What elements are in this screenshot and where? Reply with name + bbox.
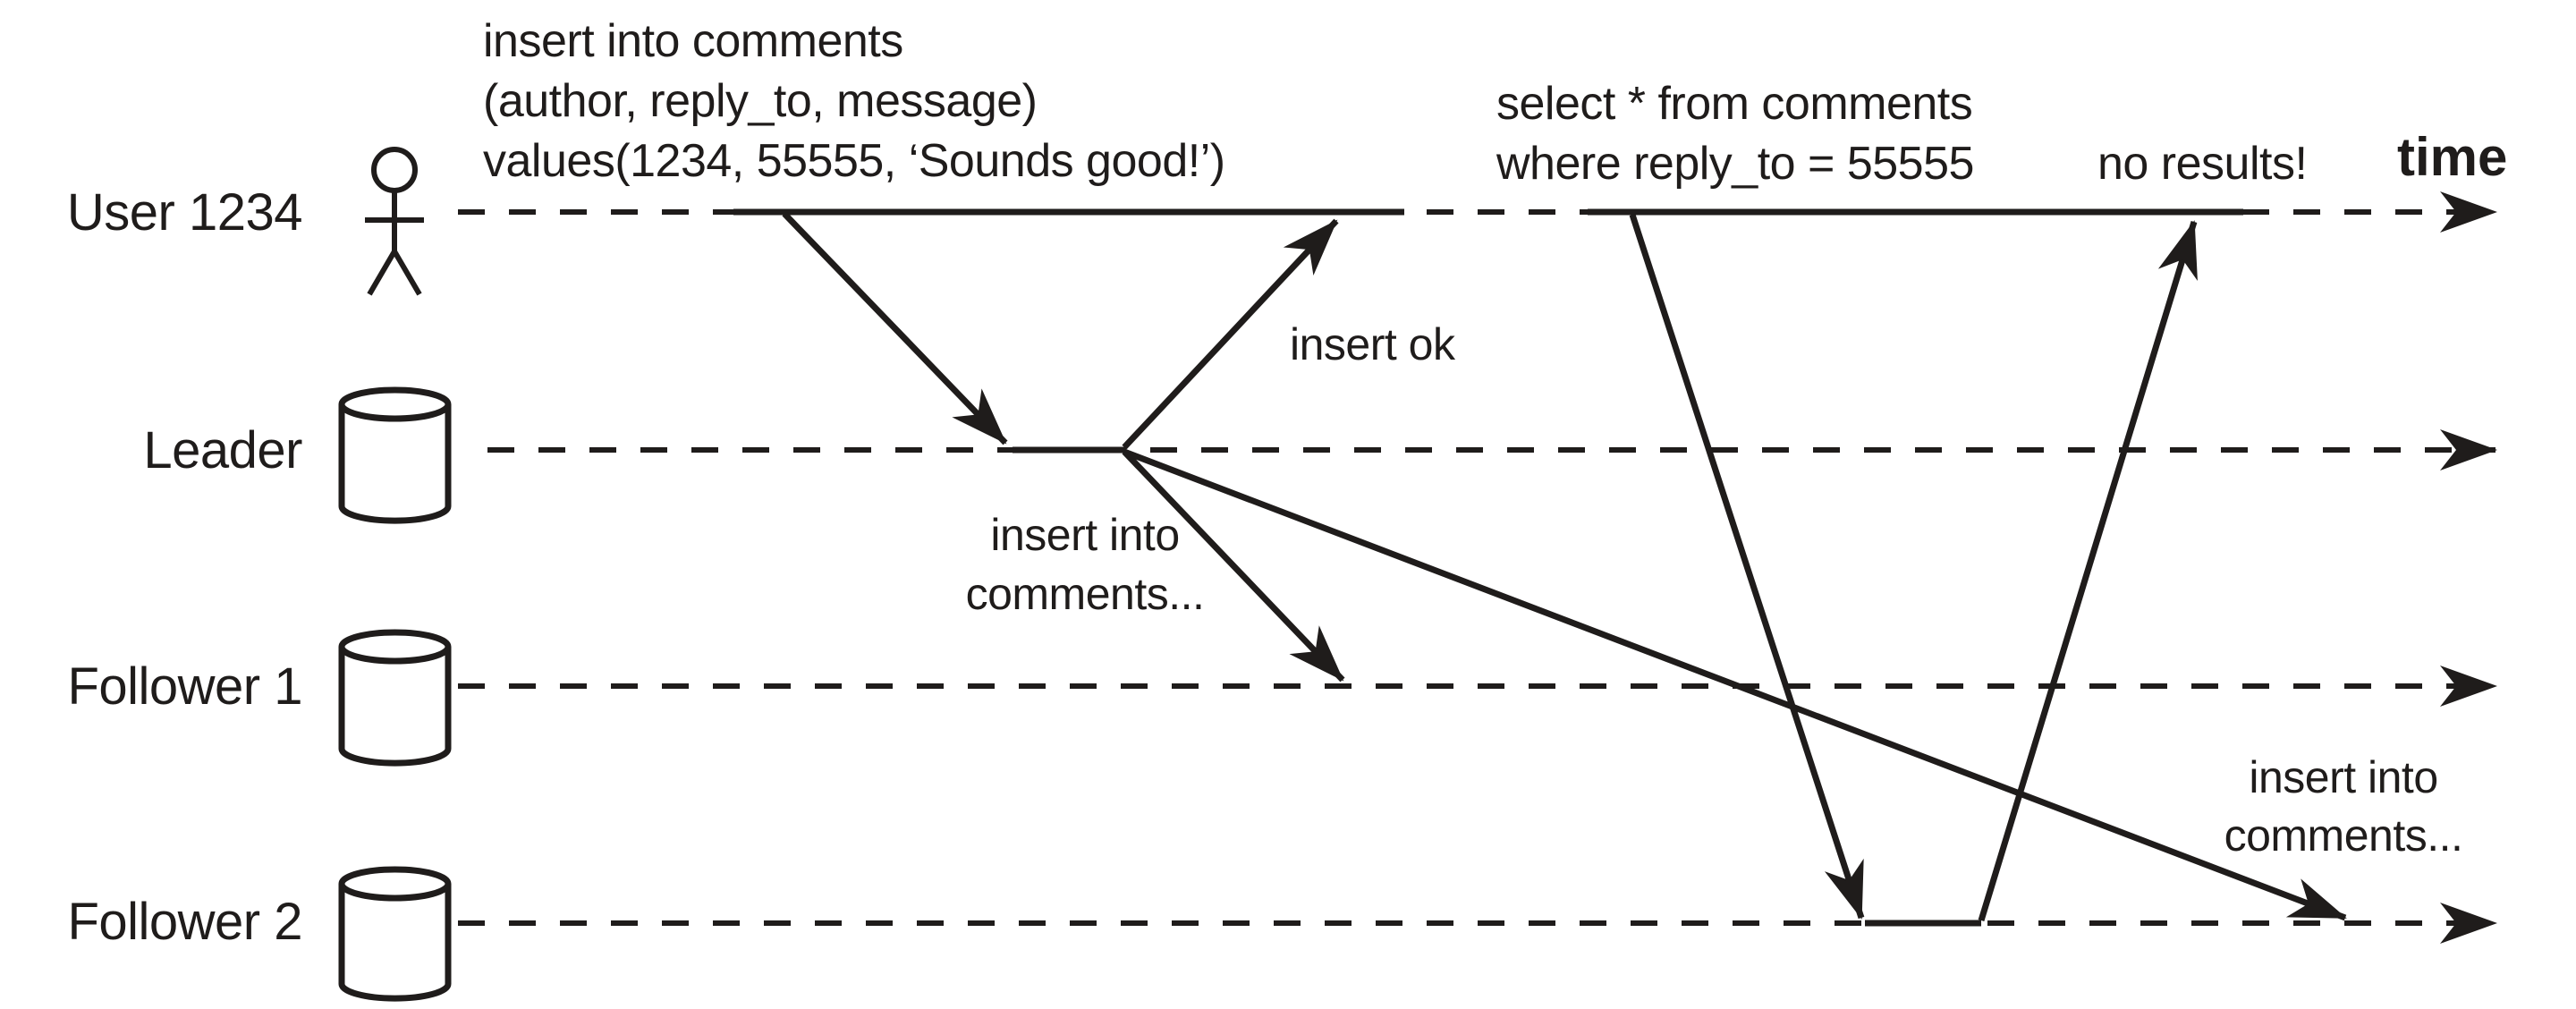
replicate-mid-label-line2: comments... bbox=[966, 569, 1205, 619]
actor-label-follower1: Follower 1 bbox=[67, 657, 302, 716]
replicate-to-follower1-arrow bbox=[1122, 449, 1345, 683]
insert-request-arrow bbox=[782, 211, 1008, 445]
time-axis-label: time bbox=[2397, 127, 2507, 187]
database-icon bbox=[338, 386, 452, 524]
no-results-label: no results! bbox=[2097, 138, 2307, 190]
actor-label-follower2: Follower 2 bbox=[67, 893, 302, 951]
no-results-reply-arrow bbox=[1978, 220, 2198, 922]
insert-query-line1: insert into comments bbox=[483, 15, 903, 67]
database-icon bbox=[338, 629, 452, 767]
select-request-arrow bbox=[1629, 213, 1865, 920]
replicate-to-follower2-arrow bbox=[1123, 448, 2347, 921]
replicate-br-label-line1: insert into bbox=[2249, 752, 2437, 802]
insert-ok-arrow bbox=[1122, 218, 1339, 450]
insert-query-line2: (author, reply_to, message) bbox=[483, 75, 1038, 127]
insert-ok-label: insert ok bbox=[1290, 319, 1456, 369]
select-query-line2: where reply_to = 55555 bbox=[1496, 138, 1974, 190]
actor-label-user: User 1234 bbox=[67, 183, 302, 242]
replicate-mid-label-line1: insert into bbox=[990, 510, 1179, 560]
replicate-br-label-line2: comments... bbox=[2224, 810, 2463, 861]
select-query-line1: select * from comments bbox=[1496, 78, 1972, 130]
actor-label-leader: Leader bbox=[143, 421, 302, 479]
insert-query-line3: values(1234, 55555, ‘Sounds good!’) bbox=[483, 135, 1225, 187]
database-icon bbox=[338, 866, 452, 1002]
person-icon bbox=[365, 147, 424, 296]
